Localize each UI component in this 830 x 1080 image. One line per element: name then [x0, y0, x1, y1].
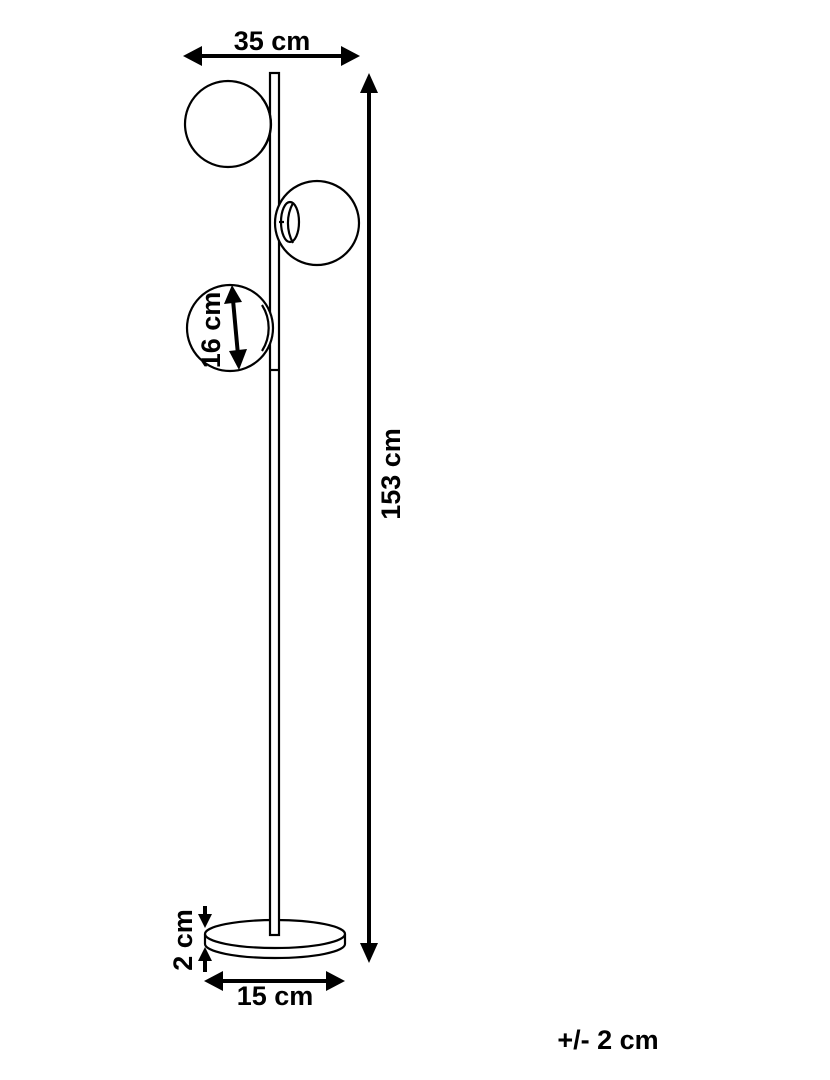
shade-diameter-label: 16 cm: [196, 292, 226, 369]
tolerance-note: +/- 2 cm: [557, 1025, 658, 1055]
base-thickness-label: 2 cm: [168, 909, 198, 971]
globe-shade-middle: [273, 179, 361, 267]
shade-diameter-dimension: 16 cm: [196, 285, 247, 370]
lamp-illustration: [183, 71, 361, 960]
lamp-pole: [268, 71, 281, 937]
height-dimension: 153 cm: [360, 73, 406, 963]
base-diameter-dimension: 15 cm: [204, 971, 345, 1011]
base-diameter-label: 15 cm: [237, 981, 314, 1011]
height-label: 153 cm: [376, 428, 406, 520]
base-thickness-dimension: 2 cm: [168, 906, 212, 972]
width-dimension: 35 cm: [183, 26, 360, 66]
width-label: 35 cm: [234, 26, 311, 56]
globe-shade-bottom: [185, 283, 275, 373]
globe-shade-top: [183, 79, 273, 169]
